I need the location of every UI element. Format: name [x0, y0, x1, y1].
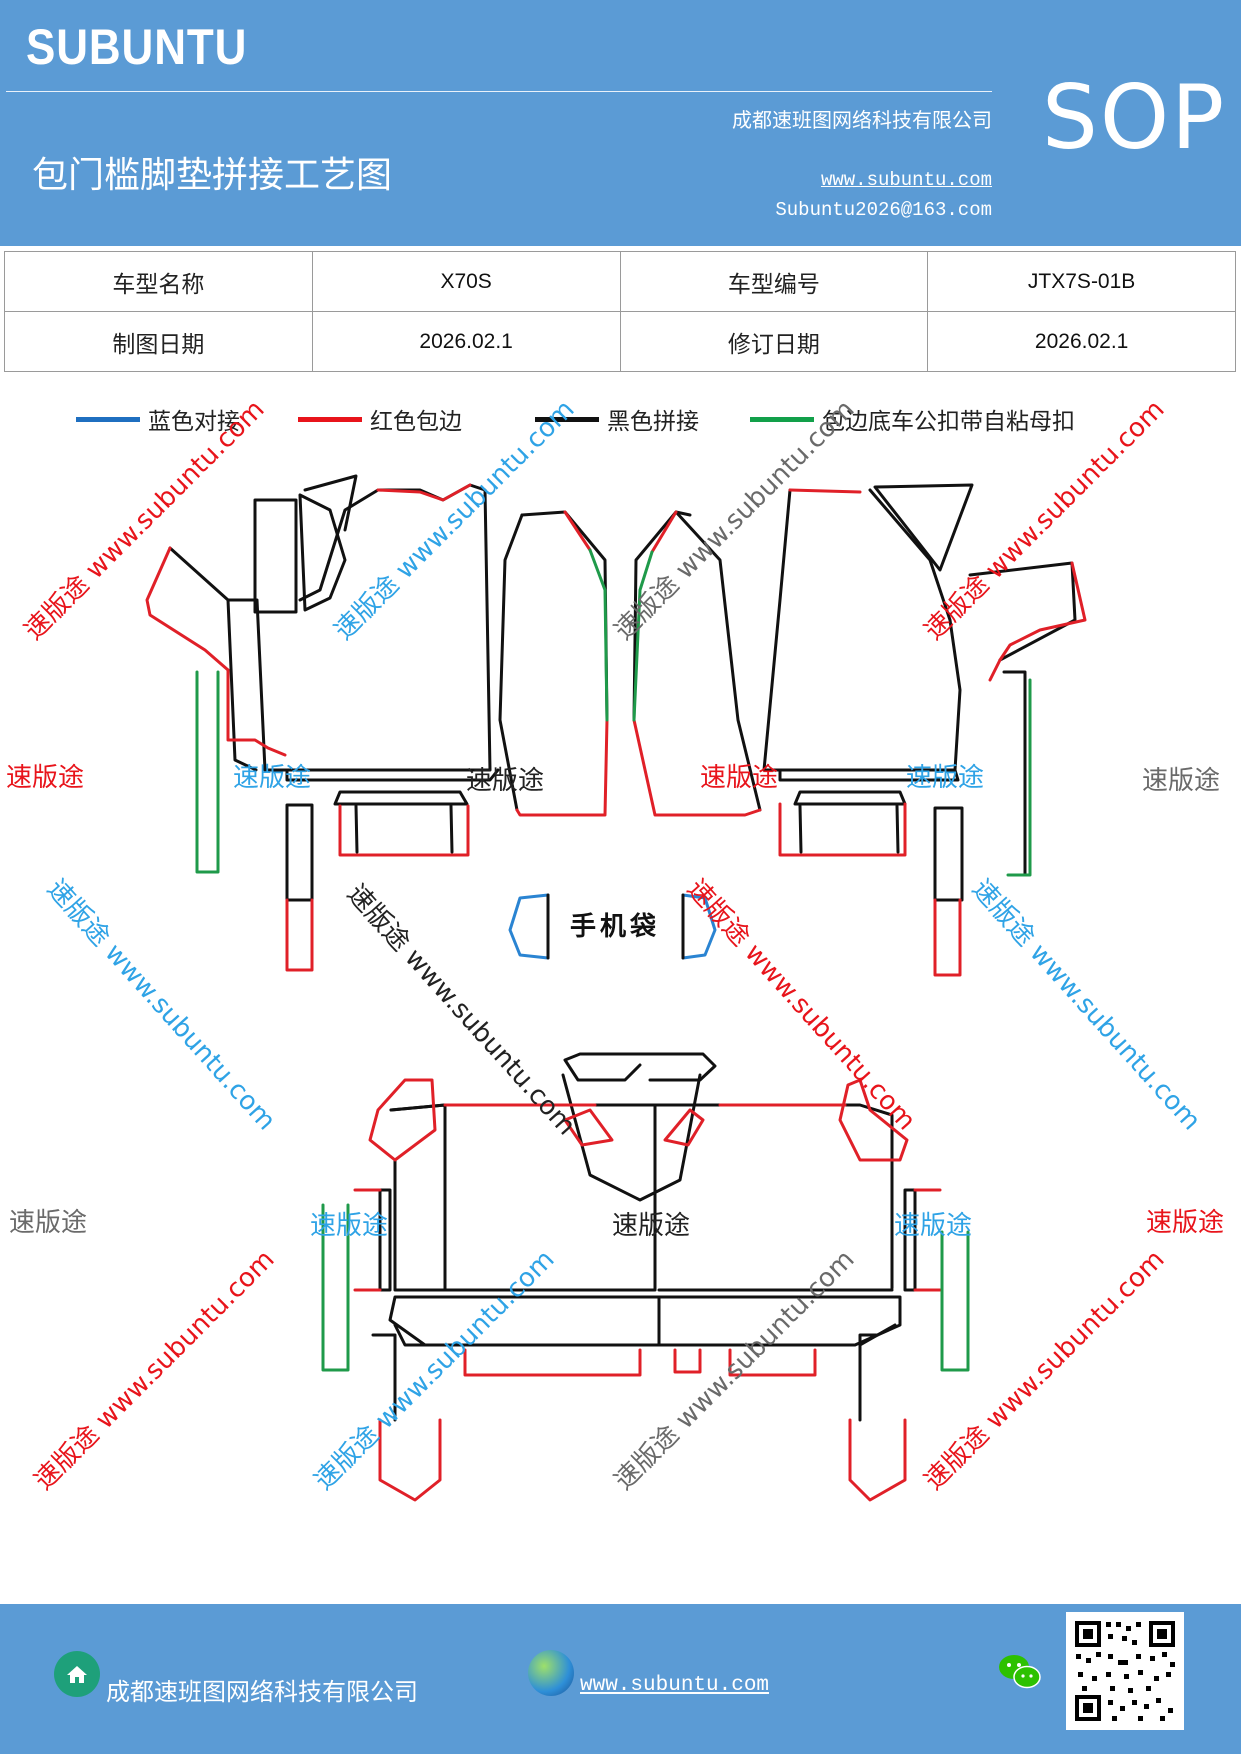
watermark: 速版途 [9, 1208, 88, 1238]
phone-bag-label: 手机袋 [570, 912, 661, 942]
legend-item-red: 红色包边 [298, 401, 462, 437]
watermark: 速版途 [1142, 766, 1221, 796]
legend-label-black: 黑色拼接 [607, 409, 699, 435]
red-edge-lines [145, 483, 1087, 1502]
revise-date-label: 修订日期 [619, 311, 929, 372]
legend-label-red: 红色包边 [370, 409, 462, 435]
legend-swatch-blue [76, 416, 140, 422]
model-name-value: X70S [311, 251, 621, 312]
table-row: 车型名称 X70S 车型编号 JTX7S-01B [4, 251, 1236, 312]
wechat-icon[interactable] [996, 1651, 1044, 1697]
globe-icon [528, 1650, 574, 1696]
model-code-value: JTX7S-01B [927, 251, 1236, 312]
watermark: 速版途 [310, 1211, 389, 1241]
info-table: 车型名称 X70S 车型编号 JTX7S-01B 制图日期 2026.02.1 … [4, 251, 1236, 372]
watermark: 速版途 [466, 766, 545, 796]
legend-swatch-red [298, 416, 362, 422]
green-fastener-lines [195, 548, 1032, 1372]
watermark: 速版途 [894, 1211, 973, 1241]
header-divider [6, 91, 992, 92]
legend-label-green: 包边底车公扣带自粘母扣 [822, 409, 1075, 435]
legend-item-blue: 蓝色对接 [76, 401, 240, 437]
brand-logo: SUBUNTU [26, 19, 248, 75]
document-title: 包门槛脚垫拼接工艺图 [32, 155, 393, 196]
header-website-link[interactable]: www.subuntu.com [820, 169, 992, 191]
sop-badge: SOP [1042, 66, 1227, 169]
legend-item-black: 黑色拼接 [535, 401, 699, 437]
model-name-label: 车型名称 [4, 251, 313, 312]
footer-website-link[interactable]: www.subuntu.com [580, 1674, 770, 1697]
draw-date-value: 2026.02.1 [311, 311, 621, 372]
house-icon [54, 1651, 100, 1697]
watermark: 速版途 [6, 763, 85, 793]
watermark: 速版途 [233, 763, 312, 793]
qr-code-icon [1066, 1612, 1184, 1730]
watermark: 速版途 [1146, 1208, 1225, 1238]
legend-swatch-black [535, 416, 599, 422]
legend-swatch-green [750, 416, 814, 422]
header-banner: SUBUNTU 包门槛脚垫拼接工艺图 成都速班图网络科技有限公司 www.sub… [0, 0, 1241, 246]
black-solid-outlines [546, 893, 685, 960]
header-company: 成都速班图网络科技有限公司 [732, 108, 992, 132]
watermark: 速版途 [906, 763, 985, 793]
draw-date-label: 制图日期 [4, 311, 313, 372]
header-email: Subuntu2026@163.com [775, 199, 992, 221]
legend-label-blue: 蓝色对接 [148, 409, 240, 435]
model-code-label: 车型编号 [619, 251, 929, 312]
legend-item-green: 包边底车公扣带自粘母扣 [750, 401, 1075, 437]
footer-company: 成都速班图网络科技有限公司 [106, 1678, 418, 1706]
revise-date-value: 2026.02.1 [927, 311, 1236, 372]
watermark: 速版途 [700, 763, 779, 793]
blue-joint-lines [508, 893, 717, 960]
watermark: 速版途 [612, 1211, 691, 1241]
table-row: 制图日期 2026.02.1 修订日期 2026.02.1 [4, 311, 1236, 372]
